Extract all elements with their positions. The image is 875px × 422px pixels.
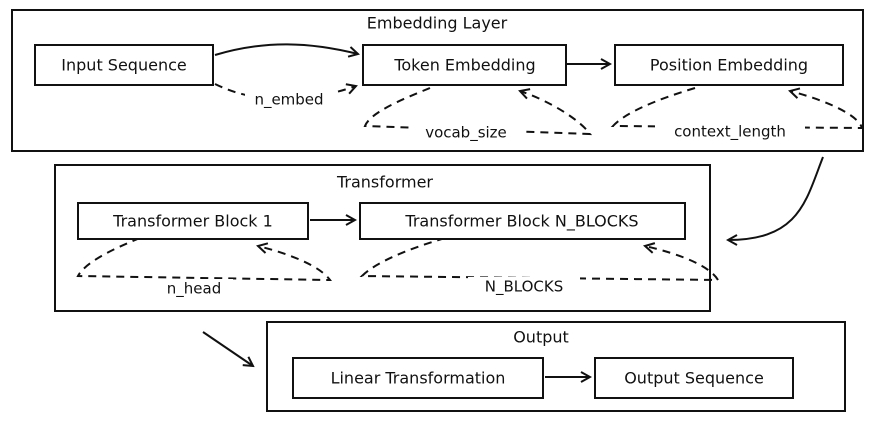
group-title-embedding-layer: Embedding Layer (367, 14, 508, 33)
edge-input-to-token (214, 43, 358, 55)
node-token-embedding: Token Embedding (362, 44, 567, 86)
label-bg-n-head (155, 279, 233, 299)
node-label-token-embedding: Token Embedding (393, 56, 535, 75)
node-label-transformer-block-1: Transformer Block 1 (112, 212, 273, 231)
node-transformer-block-1: Transformer Block 1 (77, 202, 309, 240)
edge-label-context-length: context_length (674, 123, 786, 142)
node-transformer-block-n: Transformer Block N_BLOCKS (359, 202, 686, 240)
node-label-position-embedding: Position Embedding (650, 56, 808, 75)
edge-label-n-blocks: N_BLOCKS (485, 278, 563, 297)
group-transformer (54, 164, 711, 312)
label-bg-context-length (655, 122, 805, 142)
group-embedding-layer (11, 9, 864, 152)
node-linear-transformation: Linear Transformation (292, 357, 544, 399)
edge-transformer-to-output (202, 331, 253, 366)
node-label-transformer-block-n: Transformer Block N_BLOCKS (404, 212, 638, 232)
node-label-input-sequence: Input Sequence (61, 56, 186, 75)
label-bg-n-embed (245, 90, 333, 110)
node-label-output-sequence: Output Sequence (624, 369, 764, 388)
node-label-linear-transformation: Linear Transformation (331, 369, 506, 388)
group-output (266, 321, 846, 412)
label-bg-vocab-size (410, 123, 522, 143)
node-position-embedding: Position Embedding (614, 44, 844, 86)
node-output-sequence: Output Sequence (594, 357, 794, 399)
edge-embedding-to-transformer (728, 156, 824, 240)
group-title-transformer: Transformer (336, 173, 433, 192)
edge-label-n-embed: n_embed (254, 91, 323, 110)
node-input-sequence: Input Sequence (34, 44, 214, 86)
edge-label-vocab-size: vocab_size (425, 124, 507, 143)
group-title-output: Output (513, 328, 569, 347)
label-bg-n-blocks (468, 277, 580, 297)
loop-n-head (76, 237, 332, 282)
loop-vocab-size (363, 87, 592, 136)
edge-label-n-head: n_head (167, 280, 221, 299)
loop-n-blocks (359, 237, 720, 282)
